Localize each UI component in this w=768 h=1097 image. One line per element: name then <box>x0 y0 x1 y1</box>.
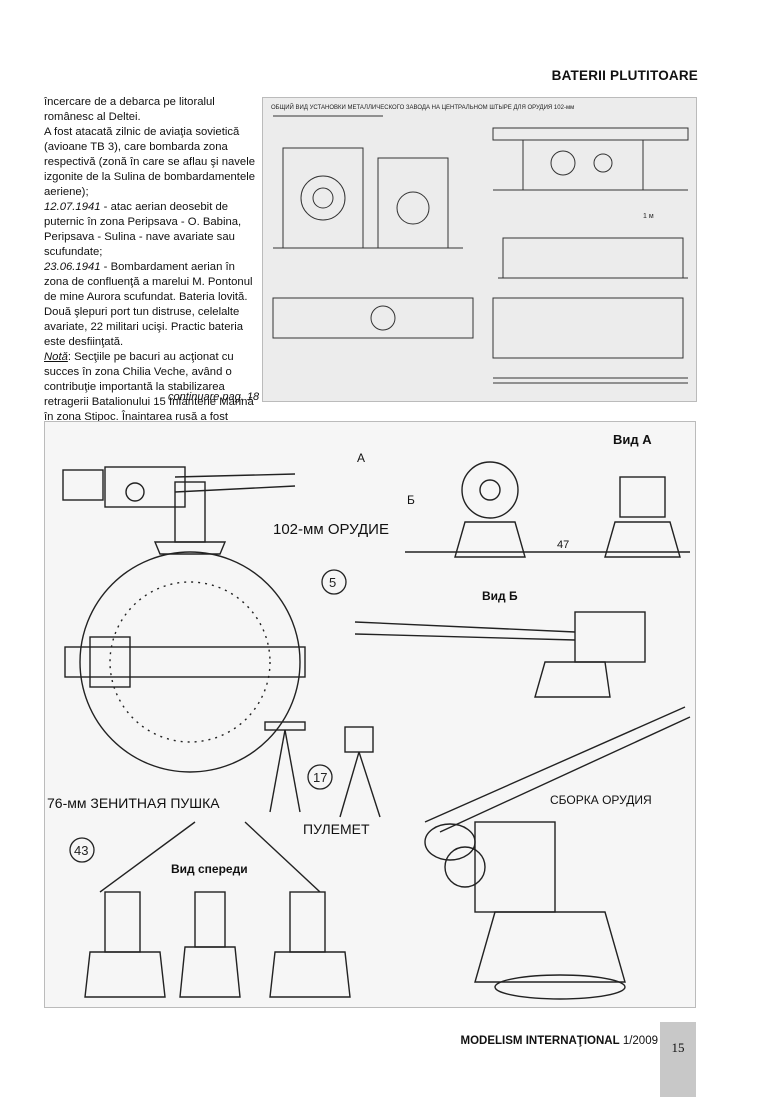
figure-17-label: 17 <box>313 770 327 785</box>
front-view-label: Вид спереди <box>171 862 248 876</box>
date-2: 23.06.1941 <box>44 261 101 273</box>
figure-5-circle <box>321 569 347 595</box>
machine-gun-label: ПУЛЕМЕТ <box>303 821 370 837</box>
footer: MODELISM INTERNAŢIONAL 1/2009 <box>461 1035 658 1047</box>
page-number: 15 <box>671 1040 685 1055</box>
date-1: 12.07.1941 <box>44 201 101 213</box>
paragraph-1: încercare de a debarca pe litoralul româ… <box>44 96 215 123</box>
top-drawing-svg: ОБЩИЙ ВИД УСТАНОВКИ МЕТАЛЛИЧЕСКОГО ЗАВОД… <box>271 103 689 384</box>
top-technical-drawing: ОБЩИЙ ВИД УСТАНОВКИ МЕТАЛЛИЧЕСКОГО ЗАВОД… <box>262 97 697 402</box>
arrow-b-label: Б <box>407 493 415 507</box>
scale-label: 1 м <box>643 213 654 220</box>
assembly-label: СБОРКА ОРУДИЯ <box>550 793 652 807</box>
gun-102-label: 102-мм ОРУДИЕ <box>273 521 389 538</box>
paragraph-2: A fost atacată zilnic de aviaţia sovieti… <box>44 126 256 198</box>
magazine-name: MODELISM INTERNAŢIONAL <box>460 1035 620 1047</box>
section-title: BATERII PLUTITOARE <box>551 68 698 83</box>
view-b-label: Вид Б <box>482 589 518 603</box>
paragraph-3-text: - atac aerian deosebit de puternic în zo… <box>44 201 242 258</box>
bottom-technical-drawing: 5 17 43 102-мм ОРУДИЕ Вид А Вид Б А Б 47… <box>44 421 696 1008</box>
arrow-a-label: А <box>357 451 365 465</box>
nota-label: Notă <box>44 351 68 363</box>
view-a-label: Вид А <box>613 432 652 447</box>
paragraph-4-text: - Bombardament aerian în zona de conflue… <box>44 261 253 348</box>
figure-43-circle <box>69 837 95 863</box>
article-text: încercare de a debarca pe litoralul româ… <box>44 95 258 440</box>
figure-43-label: 43 <box>74 843 88 858</box>
top-drawing-caption: ОБЩИЙ ВИД УСТАНОВКИ МЕТАЛЛИЧЕСКОГО ЗАВОД… <box>271 103 574 111</box>
figure-17-circle <box>307 764 333 790</box>
paragraph-4: 23.06.1941 - Bombardament aerian în zona… <box>44 260 258 350</box>
page-number-box: 15 <box>660 1022 696 1097</box>
issue-number: 1/2009 <box>622 1035 658 1047</box>
ref-47-label: 47 <box>557 539 569 551</box>
aa-gun-label: 76-мм ЗЕНИТНАЯ ПУШКА <box>47 795 220 811</box>
paragraph-3: 12.07.1941 - atac aerian deosebit de put… <box>44 200 258 260</box>
figure-5-label: 5 <box>329 575 336 590</box>
continuation-note: continuare pag. 18 <box>168 391 260 403</box>
bottom-drawing-svg: 5 17 43 102-мм ОРУДИЕ Вид А Вид Б А Б 47… <box>47 432 691 1000</box>
